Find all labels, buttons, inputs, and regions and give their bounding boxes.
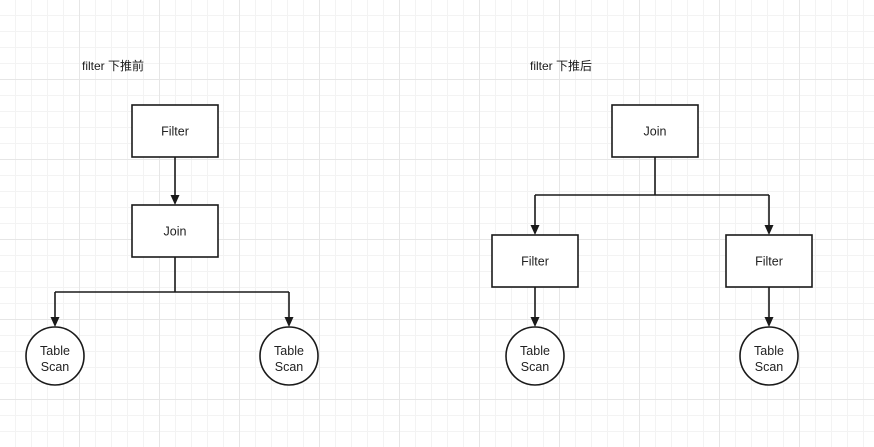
before-join-node[interactable]: Join <box>131 204 219 258</box>
after-scan-right-arrow <box>764 317 774 327</box>
after-join-to-filters-edge <box>534 157 770 227</box>
before-filter-label: Filter <box>161 125 189 139</box>
after-filter-right-arrow <box>764 225 774 235</box>
before-join-to-scans-edge <box>54 257 290 319</box>
before-diagram: Filter Join Table Scan Tab <box>25 104 319 386</box>
after-title: filter 下推后 <box>530 59 593 73</box>
before-filter-to-join-arrow <box>170 195 180 205</box>
before-scan-left-line1: Table <box>40 344 70 358</box>
after-diagram: Join Filter Filter <box>491 104 813 386</box>
before-title: filter 下推前 <box>82 59 145 73</box>
before-table-scan-right-node[interactable]: Table Scan <box>259 326 319 386</box>
after-filter-left-node[interactable]: Filter <box>491 234 579 288</box>
after-table-scan-right-node[interactable]: Table Scan <box>739 326 799 386</box>
after-scan-left-line1: Table <box>520 344 550 358</box>
before-filter-node[interactable]: Filter <box>131 104 219 158</box>
before-join-label: Join <box>164 225 187 239</box>
before-scan-left-arrow <box>50 317 60 327</box>
after-scan-right-line2: Scan <box>755 360 784 374</box>
after-join-node[interactable]: Join <box>611 104 699 158</box>
before-scan-left-line2: Scan <box>41 360 70 374</box>
before-scan-right-line2: Scan <box>275 360 304 374</box>
after-filter-right-label: Filter <box>755 255 783 269</box>
before-scan-right-arrow <box>284 317 294 327</box>
after-table-scan-left-node[interactable]: Table Scan <box>505 326 565 386</box>
before-table-scan-left-node[interactable]: Table Scan <box>25 326 85 386</box>
after-scan-left-line2: Scan <box>521 360 550 374</box>
after-scan-right-line1: Table <box>754 344 784 358</box>
after-filter-left-label: Filter <box>521 255 549 269</box>
after-join-label: Join <box>644 125 667 139</box>
before-scan-right-line1: Table <box>274 344 304 358</box>
after-filter-left-arrow <box>530 225 540 235</box>
after-scan-left-arrow <box>530 317 540 327</box>
after-filter-right-node[interactable]: Filter <box>725 234 813 288</box>
